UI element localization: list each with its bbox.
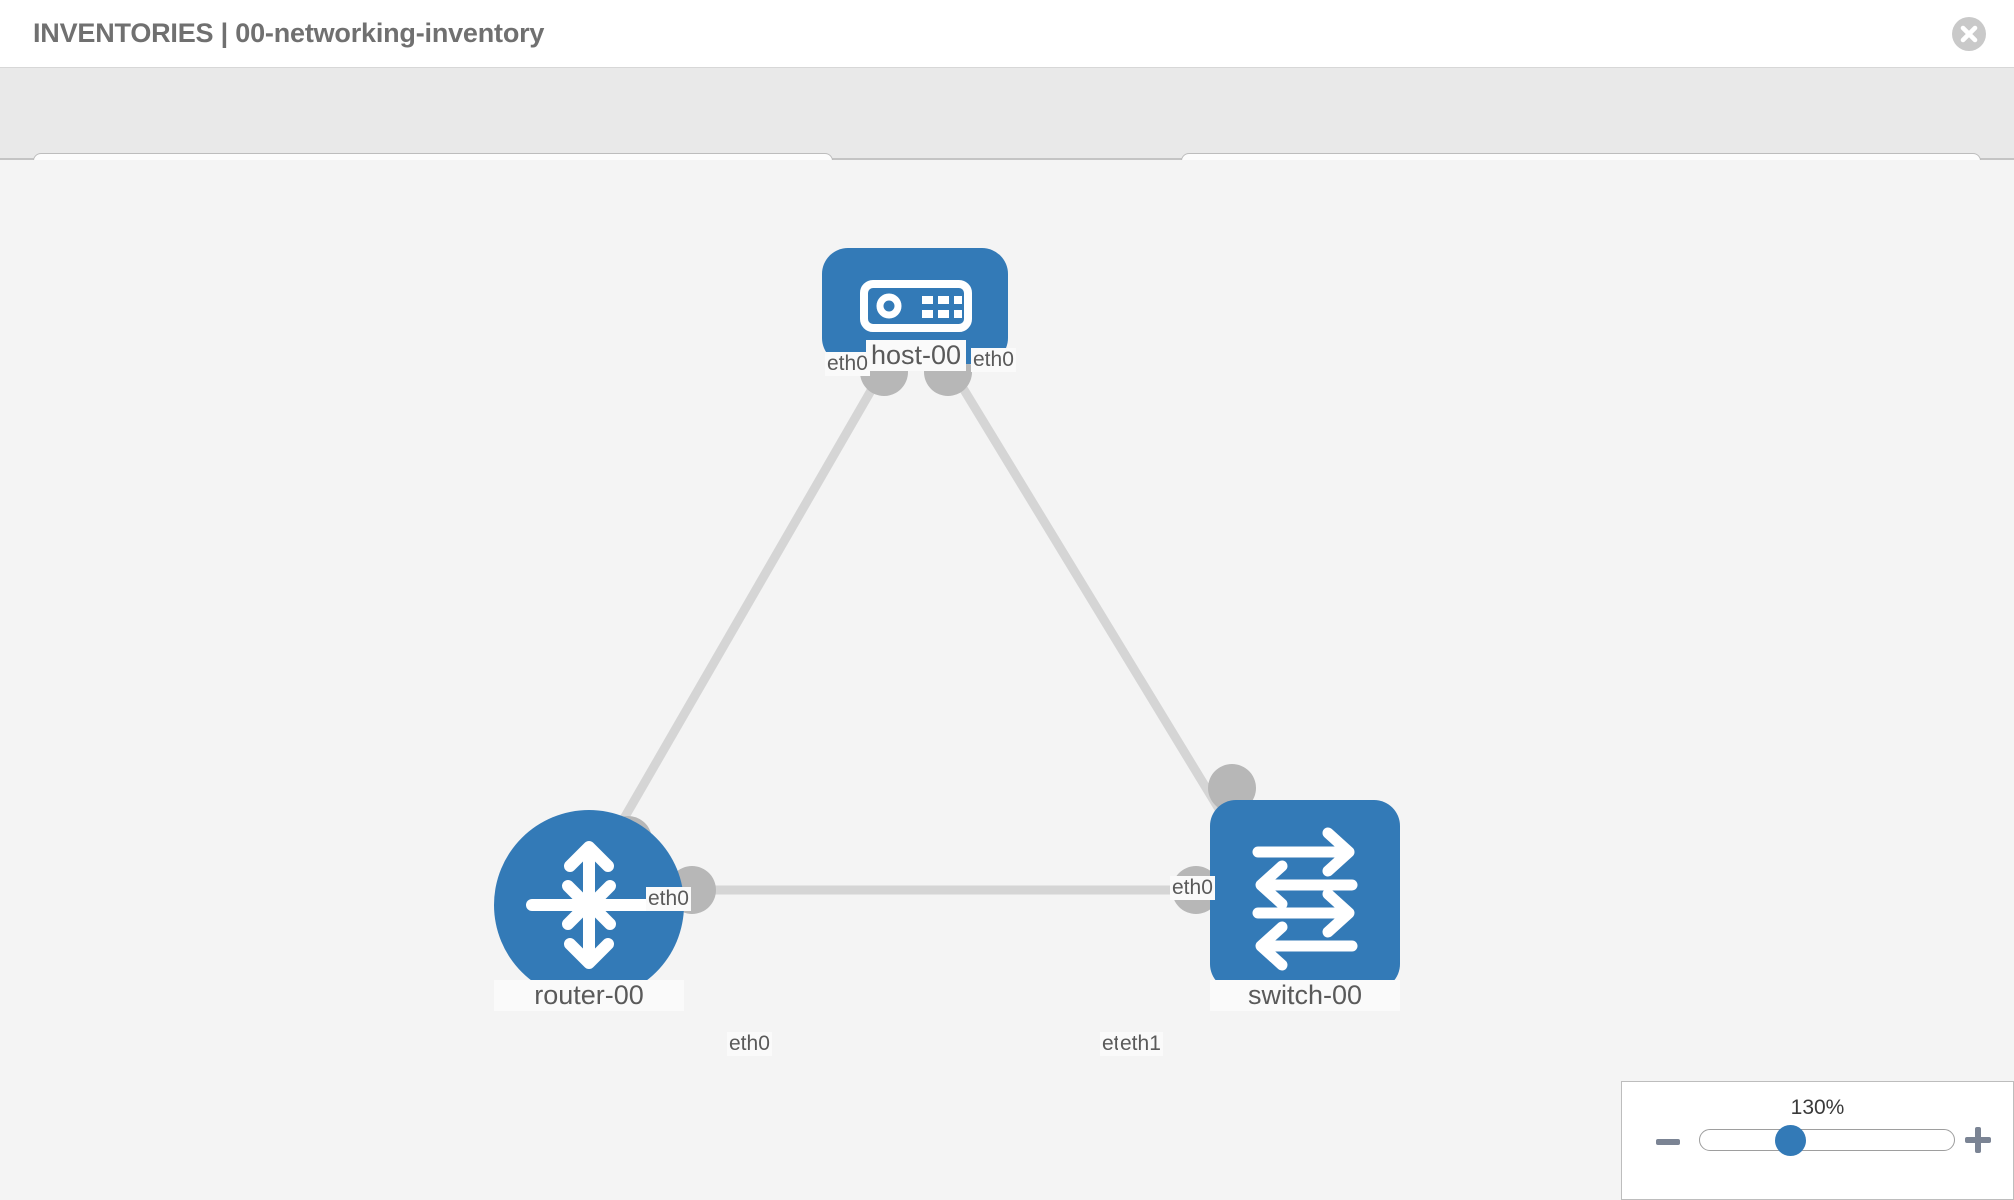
zoom-control-panel: 130% — [1621, 1081, 2014, 1200]
close-icon[interactable] — [1952, 17, 1986, 51]
node-label-switch-00: switch-00 — [1210, 980, 1400, 1011]
node-label-host-00: host-00 — [866, 340, 966, 371]
window-header: INVENTORIES | 00-networking-inventory — [0, 0, 2014, 68]
edge-label-switch-left: eth1 — [1118, 1032, 1163, 1056]
link-layer — [596, 372, 1254, 895]
close-glyph — [1960, 25, 1978, 43]
zoom-level-value: 130% — [1790, 1096, 1845, 1119]
node-label-router-00: router-00 — [494, 980, 684, 1011]
zoom-in-button[interactable] — [1965, 1127, 1991, 1153]
zoom-slider-thumb[interactable] — [1775, 1125, 1806, 1156]
page-title: INVENTORIES | 00-networking-inventory — [33, 18, 545, 48]
edge-label-host-right: eth0 — [971, 348, 1016, 372]
edge-label-host-left: eth0 — [825, 352, 870, 376]
zoom-out-button[interactable] — [1656, 1139, 1680, 1145]
link-host-switch — [951, 372, 1254, 863]
edge-label-router-up: eth0 — [646, 887, 691, 911]
topology-canvas[interactable]: host-00 router-0 — [0, 160, 2014, 1200]
bidirectional-arrows-icon — [1252, 827, 1358, 971]
four-way-arrows-icon — [526, 841, 652, 969]
edge-label-switch-up: eth0 — [1170, 876, 1215, 900]
zoom-slider-track[interactable] — [1699, 1129, 1955, 1151]
node-switch-00[interactable] — [1210, 800, 1400, 990]
link-host-router — [596, 372, 884, 863]
toolbar: ACTIONS SEARCH — [0, 68, 2014, 205]
server-icon — [860, 280, 972, 332]
edge-label-router-right: eth0 — [727, 1032, 772, 1056]
connector-layer — [604, 348, 1256, 914]
